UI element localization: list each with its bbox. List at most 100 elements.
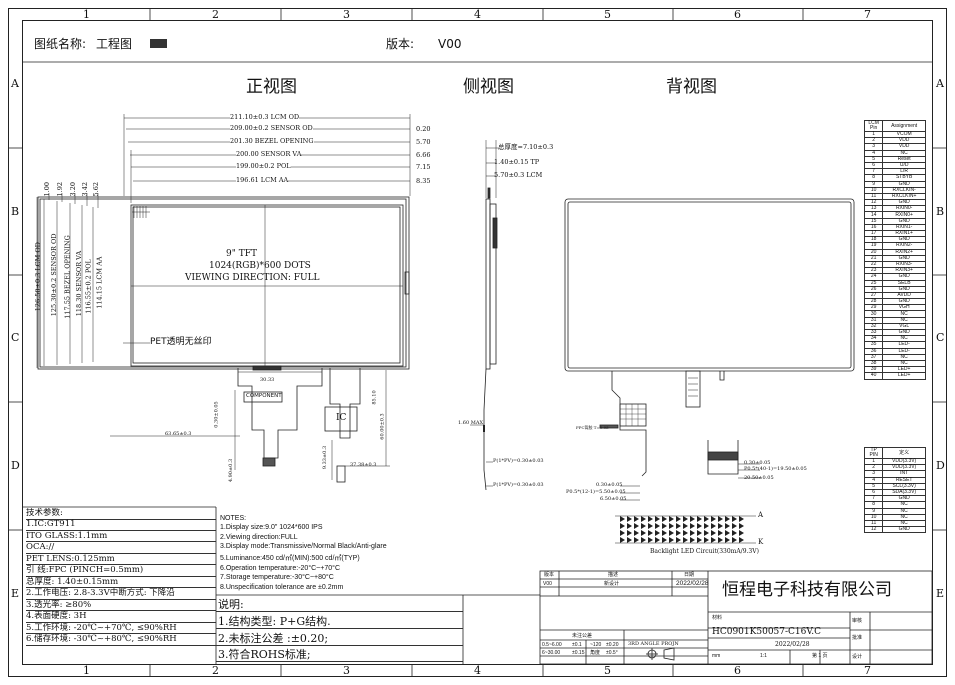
note-row: 3.Display mode:Transmissive/Normal Black… xyxy=(220,543,387,550)
note-row: 5.Luminance:450 cd/㎡(MIN):500 cd/㎡(TYP) xyxy=(220,555,360,562)
tb-tol-1: 0.5~6.00 xyxy=(542,642,562,648)
component-label: COMPONENT xyxy=(246,393,282,399)
dim-bottom-4: 9.33±0.3 xyxy=(322,445,329,470)
zone-col-4-top: 4 xyxy=(474,8,481,21)
tb-date: 2022/02/28 xyxy=(676,580,709,587)
front-outline xyxy=(37,196,410,370)
dim-bottom-3: 4.90±0.3 xyxy=(228,458,235,483)
zone-row-e-left: E xyxy=(11,587,20,600)
note-row: 8.Unspecification tolerance are ±0.2mm xyxy=(220,584,344,591)
tb-tol-5: 6~30.00 xyxy=(542,650,561,656)
tp-pin-number: 12 xyxy=(863,526,884,534)
zone-ticks xyxy=(8,8,947,677)
zone-row-d-left: D xyxy=(11,459,20,472)
panel-resolution: 1024(RGB)*600 DOTS xyxy=(209,261,311,271)
dim-v-sensor-od: 125.30±0.2 SENSOR OD xyxy=(49,233,58,317)
note-row: 6.Operation temperature:-20°C~+70°C xyxy=(220,565,340,572)
dim-right-2: 5.70 xyxy=(416,138,431,146)
tech-param-row: OCA:// xyxy=(26,542,216,554)
zone-row-b-left: B xyxy=(11,205,20,218)
ic-label: IC xyxy=(336,413,347,423)
dim-v-pol: 116.55±0.2 POL xyxy=(84,259,93,314)
tb-scale: 1:1 xyxy=(760,653,767,659)
front-view xyxy=(36,114,411,483)
tp-pin-header-cell: 定义 xyxy=(882,447,926,459)
tb-tol-3: ~120 xyxy=(590,642,602,648)
zone-col-3-top: 3 xyxy=(343,8,350,21)
zone-col-2-bottom: 2 xyxy=(212,664,219,677)
tech-param-row: 5.工作环境: -20℃~+70℃, ≤90%RH xyxy=(26,623,216,634)
dim-lcm-aa: 196.61 LCM AA xyxy=(236,176,289,184)
dim-right-1: 0.20 xyxy=(416,125,431,133)
dim-top-3: 3.20 xyxy=(68,182,77,197)
tb-tolerance-head: 未注公差 xyxy=(572,633,593,639)
inner-frame xyxy=(22,20,933,665)
back-dim-3: 20.50±0.05 xyxy=(744,475,774,481)
back-dim-5: P0.5*(12-1)=5.50±0.05 xyxy=(566,489,626,495)
dim-top-5: 5.62 xyxy=(91,182,100,197)
back-view-title: 背视图 xyxy=(666,77,717,97)
tech-param-row: 3.透光率: ≥80% xyxy=(26,600,216,611)
tb-version: V00 xyxy=(543,581,552,587)
dim-right-5: 8.35 xyxy=(416,177,431,185)
front-view-title: 正视图 xyxy=(246,77,297,97)
led-anode: A xyxy=(758,511,764,519)
side-pitch-1: P(1*PV)=0.30±0.03 xyxy=(493,458,544,464)
tb-tol-8: ±0.5° xyxy=(606,650,618,656)
dim-v-lcm-od: 126.50±0.3 LCM OD xyxy=(33,242,42,312)
dim-bottom-2: 0.30±0.05 xyxy=(213,401,220,428)
dim-bottom-5: 37.38±0.3 xyxy=(350,462,377,468)
tb-tol-4: ±0.20 xyxy=(606,642,619,648)
lcm-pin-header-cell: LCM Pin xyxy=(863,120,884,132)
back-dim-1: 0.30±0.05 xyxy=(744,460,771,466)
back-dim-2: P0.5*(40-1)=19.50±0.05 xyxy=(744,466,807,472)
dim-top-4: 3.42 xyxy=(80,182,89,197)
dim-bottom-1: 63.65±0.3 xyxy=(165,431,192,437)
tech-param-row: ITO GLASS:1.1mm xyxy=(26,531,216,542)
back-view xyxy=(564,198,855,501)
dim-bottom-8: 85.10 xyxy=(371,390,378,405)
projection-symbol xyxy=(646,647,675,661)
zone-row-e-right: E xyxy=(936,587,945,600)
explain-title: 说明: xyxy=(216,597,463,612)
tp-pin-assignment: GND xyxy=(882,526,926,534)
dim-top-2: 1.92 xyxy=(55,182,64,197)
tech-param-row: 4.表面硬度: 3H xyxy=(26,611,216,623)
dim-right-3: 6.66 xyxy=(416,151,431,159)
tech-param-row: 2.工作电压: 2.8-3.3V中断方式: 下降沿 xyxy=(26,588,216,600)
dim-sensor-va: 200.00 SENSOR VA xyxy=(236,150,302,158)
tech-params-title: 技术参数: xyxy=(26,508,216,520)
tb-material: 材料 xyxy=(712,615,723,621)
side-lcm-thickness: 5.70±0.3 LCM xyxy=(494,171,543,179)
back-dim-6: 6.50±0.05 xyxy=(600,496,627,502)
zone-col-7-top: 7 xyxy=(864,8,871,21)
dim-right-4: 7.15 xyxy=(416,163,431,171)
side-pitch-2: P(1*PV)=0.30±0.03 xyxy=(493,482,544,488)
revision-date: 2022/02/28 xyxy=(775,641,810,648)
zone-col-5-top: 5 xyxy=(604,8,611,21)
led-circuit xyxy=(615,515,756,544)
part-number: HC0901K50057-C16V.C xyxy=(712,627,822,637)
side-tp-thickness: 1.40±0.15 TP xyxy=(494,158,540,166)
tb-approve: 批准 xyxy=(852,635,863,641)
dim-sensor-od: 209.00±0.2 SENSOR OD xyxy=(230,124,313,132)
notes-title: NOTES: xyxy=(220,515,247,522)
tp-pin-header-cell: TP PIN xyxy=(863,447,884,459)
side-total-thickness: 总厚度=7.10±0.3 xyxy=(498,143,554,151)
explain-row: 2.未标注公差 :±0.20; xyxy=(216,631,463,646)
side-view-title: 侧视图 xyxy=(463,77,514,97)
version-label: 版本: xyxy=(386,37,415,51)
zone-col-4-bottom: 4 xyxy=(474,664,481,677)
tb-tol-2: ±0.1 xyxy=(572,642,582,648)
drawing-name-value: 工程图 xyxy=(96,37,133,51)
zone-col-2-top: 2 xyxy=(212,8,219,21)
dim-bezel-opening: 201.30 BEZEL OPENING xyxy=(230,137,314,145)
dim-v-sensor-va: 118.30 SENSOR VA xyxy=(74,250,83,317)
tech-param-row: 1.IC:GT911 xyxy=(26,519,216,531)
zone-row-a-right: A xyxy=(936,77,944,90)
